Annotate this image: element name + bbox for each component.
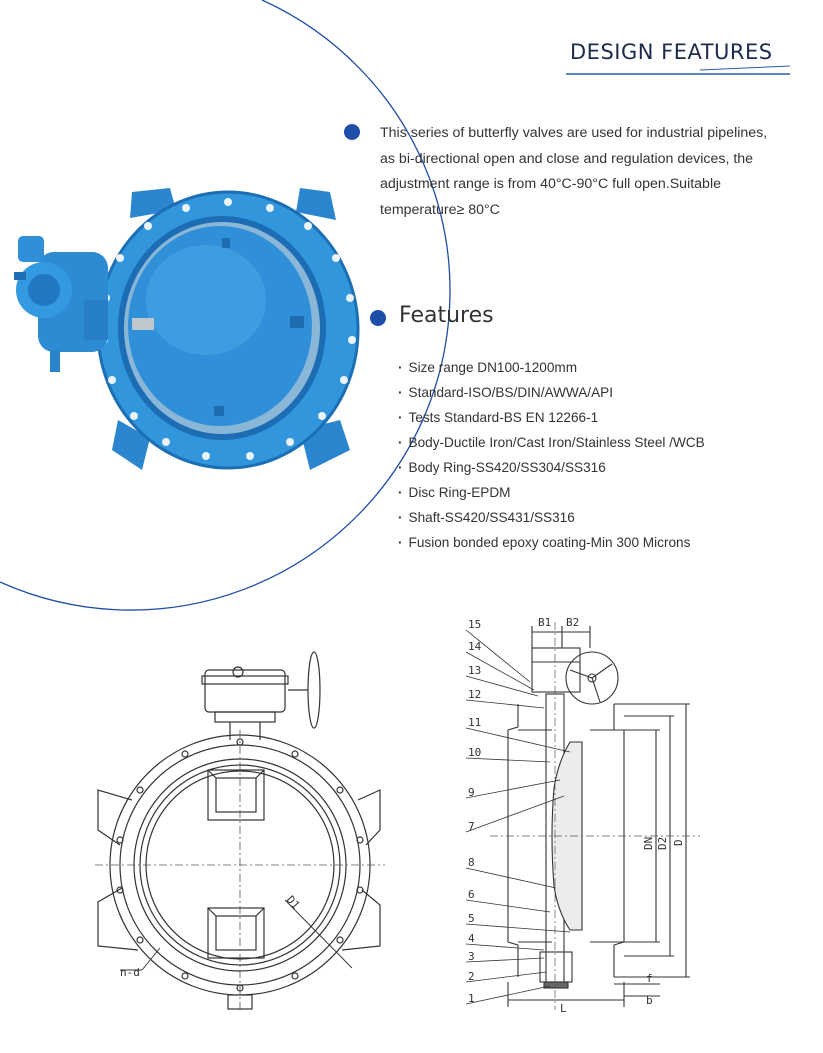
dim-f-label: f	[646, 972, 653, 985]
part-label: 14	[468, 640, 482, 653]
gear-actuator	[14, 236, 108, 372]
feature-item: Shaft-SS420/SS431/SS316	[398, 505, 705, 530]
front-nd-label: n-d	[120, 966, 140, 979]
dim-d-label: D	[672, 839, 685, 846]
part-label: 11	[468, 716, 481, 729]
intro-paragraph: This series of butterfly valves are used…	[380, 125, 768, 218]
features-list: Size range DN100-1200mm Standard-ISO/BS/…	[398, 355, 705, 555]
part-label: 13	[468, 664, 481, 677]
part-label: 6	[468, 888, 475, 901]
valve-body	[96, 188, 360, 470]
dim-b2-label: B2	[566, 616, 579, 629]
bullet-dot-features	[370, 310, 386, 326]
section-view-drawing: 15 14 13 12 11 10 9 7 8 6 5 4 3 2 1 B1 B…	[465, 616, 700, 1015]
part-label: 1	[468, 992, 475, 1005]
dim-l-label: L	[560, 1002, 567, 1015]
part-label: 15	[468, 618, 481, 631]
features-heading: Features	[399, 303, 494, 328]
feature-item: Body-Ductile Iron/Cast Iron/Stainless St…	[398, 430, 705, 455]
part-label: 12	[468, 688, 481, 701]
dim-b-label: b	[646, 994, 653, 1007]
feature-item: Standard-ISO/BS/DIN/AWWA/API	[398, 380, 705, 405]
feature-item: Body Ring-SS420/SS304/SS316	[398, 455, 705, 480]
front-view-drawing: D1 n-d	[95, 651, 385, 1012]
feature-item: Fusion bonded epoxy coating-Min 300 Micr…	[398, 530, 705, 555]
feature-item: Size range DN100-1200mm	[398, 355, 705, 380]
dim-b1-label: B1	[538, 616, 551, 629]
part-label: 3	[468, 950, 475, 963]
dim-dn-label: DN	[642, 837, 655, 850]
part-label: 4	[468, 932, 475, 945]
feature-item: Tests Standard-BS EN 12266-1	[398, 405, 705, 430]
page-title: DESIGN FEATURES	[570, 40, 773, 64]
front-d1-label: D1	[284, 893, 303, 912]
part-label: 2	[468, 970, 475, 983]
dim-d2-label: D2	[656, 837, 669, 850]
valve-product-image	[14, 188, 360, 470]
feature-item: Disc Ring-EPDM	[398, 480, 705, 505]
part-label: 5	[468, 912, 475, 925]
part-label: 8	[468, 856, 475, 869]
part-label: 7	[468, 820, 475, 833]
bullet-dot-intro	[344, 124, 360, 140]
part-label: 10	[468, 746, 481, 759]
part-label: 9	[468, 786, 475, 799]
